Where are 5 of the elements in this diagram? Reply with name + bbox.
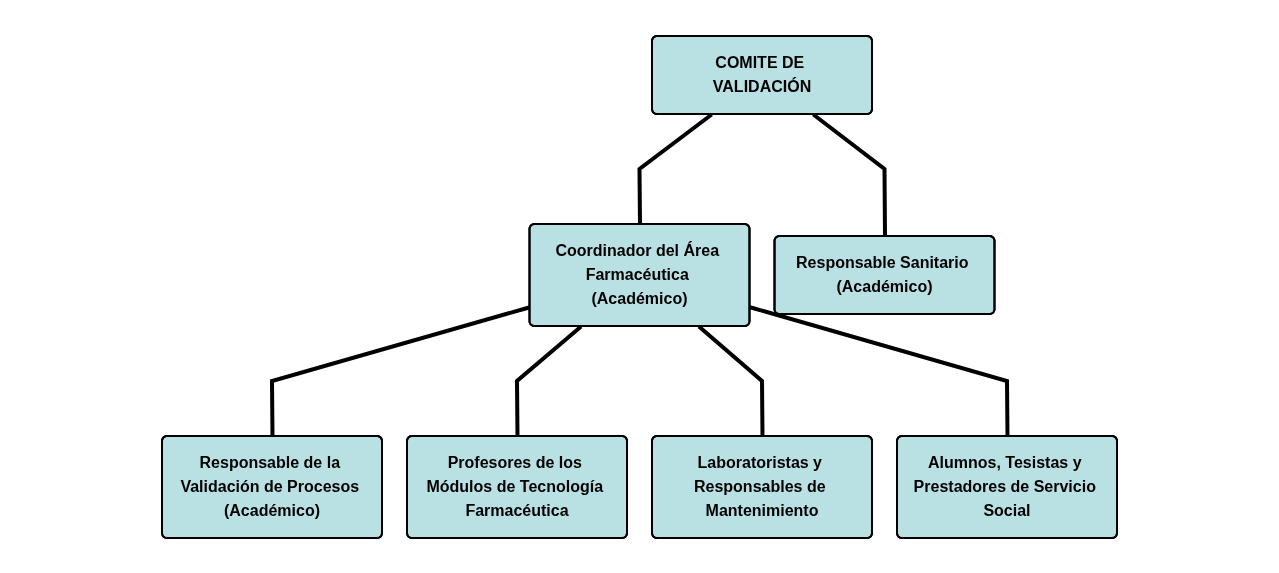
connector — [812, 112, 887, 236]
connector — [515, 324, 583, 437]
connector — [749, 304, 1010, 436]
connector — [697, 324, 765, 437]
connector — [637, 112, 713, 225]
